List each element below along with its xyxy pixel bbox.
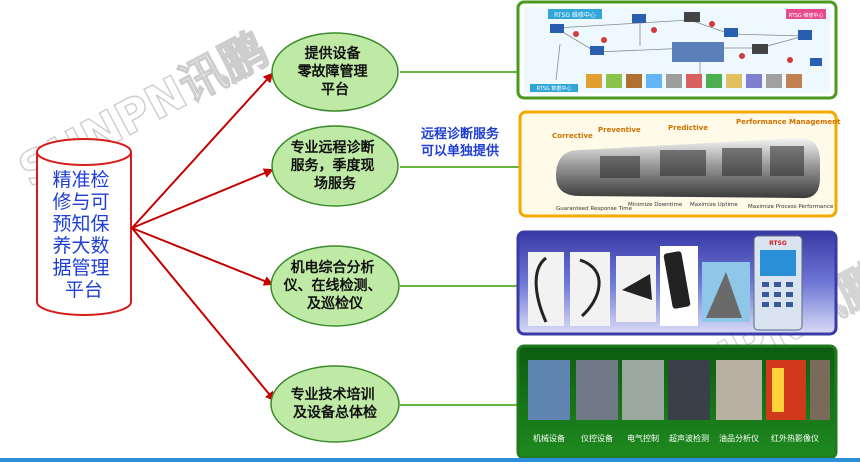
hub-line: 修与可 [52,191,109,213]
panel-instruments: RTSG [516,230,838,336]
training-label: 电气控制 [627,433,659,443]
node-2-label: 专业远程诊断 服务，季度现 场服务 [291,139,380,192]
bottom-bar [0,458,860,462]
node-line: 专业远程诊断 [291,139,375,156]
panel-training: 机械设备 仪控设备 电气控制 超声波检测 油品分析仪 红外热影像仪 [516,344,838,460]
network-devices [550,12,822,66]
platform-header-label: RTSG 维修中心 [789,12,824,19]
node-3-label: 机电综合分析 仪、在线检测、 及巡检仪 [283,259,387,312]
node-line: 服务，季度现 [291,157,375,174]
stage-caption: Maximize Uptime [690,202,738,208]
hub-line: 精准检 [52,169,109,191]
panel-connectors [400,71,520,406]
side-note-line: 远程诊断服务 [420,127,499,142]
node-1-label: 提供设备 零故障管理 平台 [297,45,373,98]
hub-line: 据管理 [52,257,109,279]
stage-label-performance: Performance Management [736,118,841,126]
device-label: RTSG [769,240,787,247]
training-photo-4 [668,360,710,420]
training-label: 超声波检测 [669,433,709,443]
node-line: 及巡检仪 [307,295,364,312]
node-line: 场服务 [314,175,357,192]
node-line: 平台 [321,81,349,98]
service-node-4: 专业技术培训 及设备总体检 [270,365,400,443]
instrument-photos [528,235,803,331]
pipe-machinery [600,146,804,178]
panel-maintenance: Corrective Preventive Predictive Perform… [518,110,841,218]
node-line: 零故障管理 [297,63,368,80]
service-node-1: 提供设备 零故障管理 平台 [271,32,399,112]
training-photo-5 [716,360,762,420]
arrow-to-node-3 [131,227,274,286]
node-4-label: 专业技术培训 及设备总体检 [291,386,380,421]
training-label: 机械设备 [533,433,565,443]
hub-arrows [131,72,276,402]
hub-line: 养大数 [52,235,109,257]
hub-label: 精准检 修与可 预知保 养大数 据管理 平台 [52,169,115,301]
stage-caption: Minimize Downtime [628,202,683,208]
stage-label: Predictive [668,124,708,132]
platform-header-label: RTSG 维修中心 [554,11,596,19]
panel-platform: RTSG 维修中心 RTSG 维修中心 RTSG 数据中心 [516,0,838,100]
side-note-line: 可以单独提供 [420,144,499,159]
node-line: 专业技术培训 [291,386,375,403]
arrow-to-node-4 [131,227,276,402]
node-line: 及设备总体检 [293,404,377,421]
node-line: 仪、在线检测、 [283,277,382,294]
platform-footer-label: RTSG 数据中心 [537,85,572,92]
node-line: 提供设备 [305,45,362,62]
platform-header-box-left [548,9,602,19]
stage-label: Preventive [598,126,641,134]
training-photo-2 [576,360,618,420]
hub-line: 预知保 [52,213,109,235]
hub-cylinder [36,138,132,316]
stage-caption: Guaranteed Response Time [556,206,633,212]
service-node-3: 机电综合分析 仪、在线检测、 及巡检仪 [270,245,400,327]
training-label: 仪控设备 [581,433,613,443]
hub-line: 平台 [65,279,103,301]
training-label: 油品分析仪 [719,433,759,443]
arrow-to-node-2 [131,168,274,229]
service-node-2: 专业远程诊断 服务，季度现 场服务 [271,125,399,207]
stage-label: Corrective [552,132,593,140]
node-line: 机电综合分析 [291,259,375,276]
platform-header-box-right [786,9,826,19]
equipment-strip [586,74,802,88]
platform-footer-box [530,84,578,92]
training-photo-1 [528,360,570,420]
arrow-to-node-1 [131,72,274,229]
training-label: 红外热影像仪 [771,433,819,443]
training-photo-3 [622,360,664,420]
stage-caption: Maximize Process Performance [748,204,834,210]
side-note: 远程诊断服务 可以单独提供 [408,126,512,160]
